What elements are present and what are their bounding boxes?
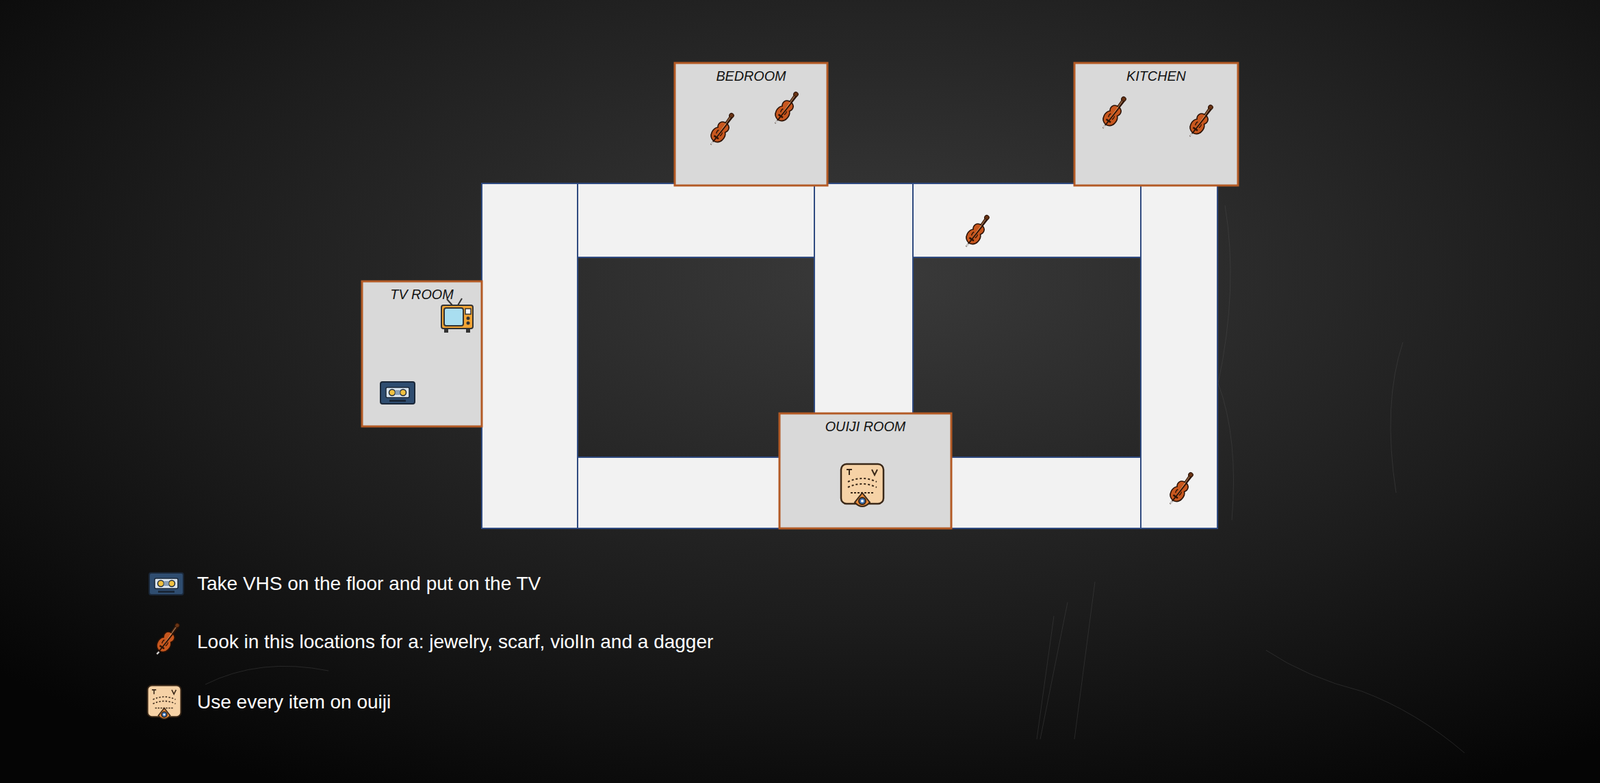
legend-text: Take VHS on the floor and put on the TV (197, 572, 541, 595)
legend-text: Use every item on ouiji (197, 691, 391, 714)
room-box: OUIJI ROOM (779, 413, 952, 529)
room-label: KITCHEN (1074, 68, 1238, 85)
room-label: TV ROOM (362, 286, 482, 303)
room-box: KITCHEN (1074, 62, 1238, 186)
room-box: BEDROOM (674, 62, 828, 186)
room-label: OUIJI ROOM (779, 418, 952, 435)
legend-text: Look in this locations for a: jewelry, s… (197, 630, 714, 653)
room-label: BEDROOM (674, 68, 828, 85)
room-box: TV ROOM (362, 281, 482, 427)
